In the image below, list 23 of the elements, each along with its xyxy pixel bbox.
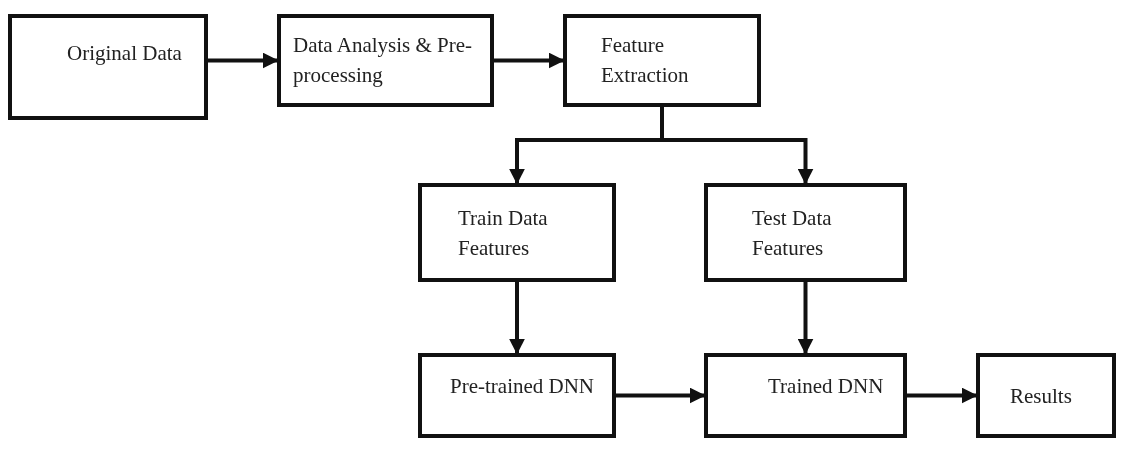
process-box <box>277 14 494 107</box>
process-box <box>563 14 761 107</box>
box-label: Pre-trained DNN <box>450 373 596 400</box>
arrow <box>494 52 565 69</box>
process-box <box>8 14 208 120</box>
box-label: Train Data Features <box>458 205 549 263</box>
arrow <box>660 107 814 185</box>
box-label: Data Analysis & Pre-processing <box>293 32 474 90</box>
arrow <box>208 52 279 69</box>
box-label: Trained DNN <box>768 373 885 400</box>
box-label: Results <box>1010 383 1073 410</box>
arrow <box>907 387 978 404</box>
box-label: Test Data Features <box>752 205 833 263</box>
arrow <box>616 387 706 404</box>
arrow <box>797 282 814 355</box>
box-label: Original Data <box>67 40 183 67</box>
process-box <box>418 183 616 282</box>
process-box <box>704 353 907 438</box>
process-box <box>976 353 1116 438</box>
box-label: Feature Extraction <box>601 32 690 90</box>
process-box <box>704 183 907 282</box>
arrow <box>509 282 525 355</box>
process-box <box>418 353 616 438</box>
